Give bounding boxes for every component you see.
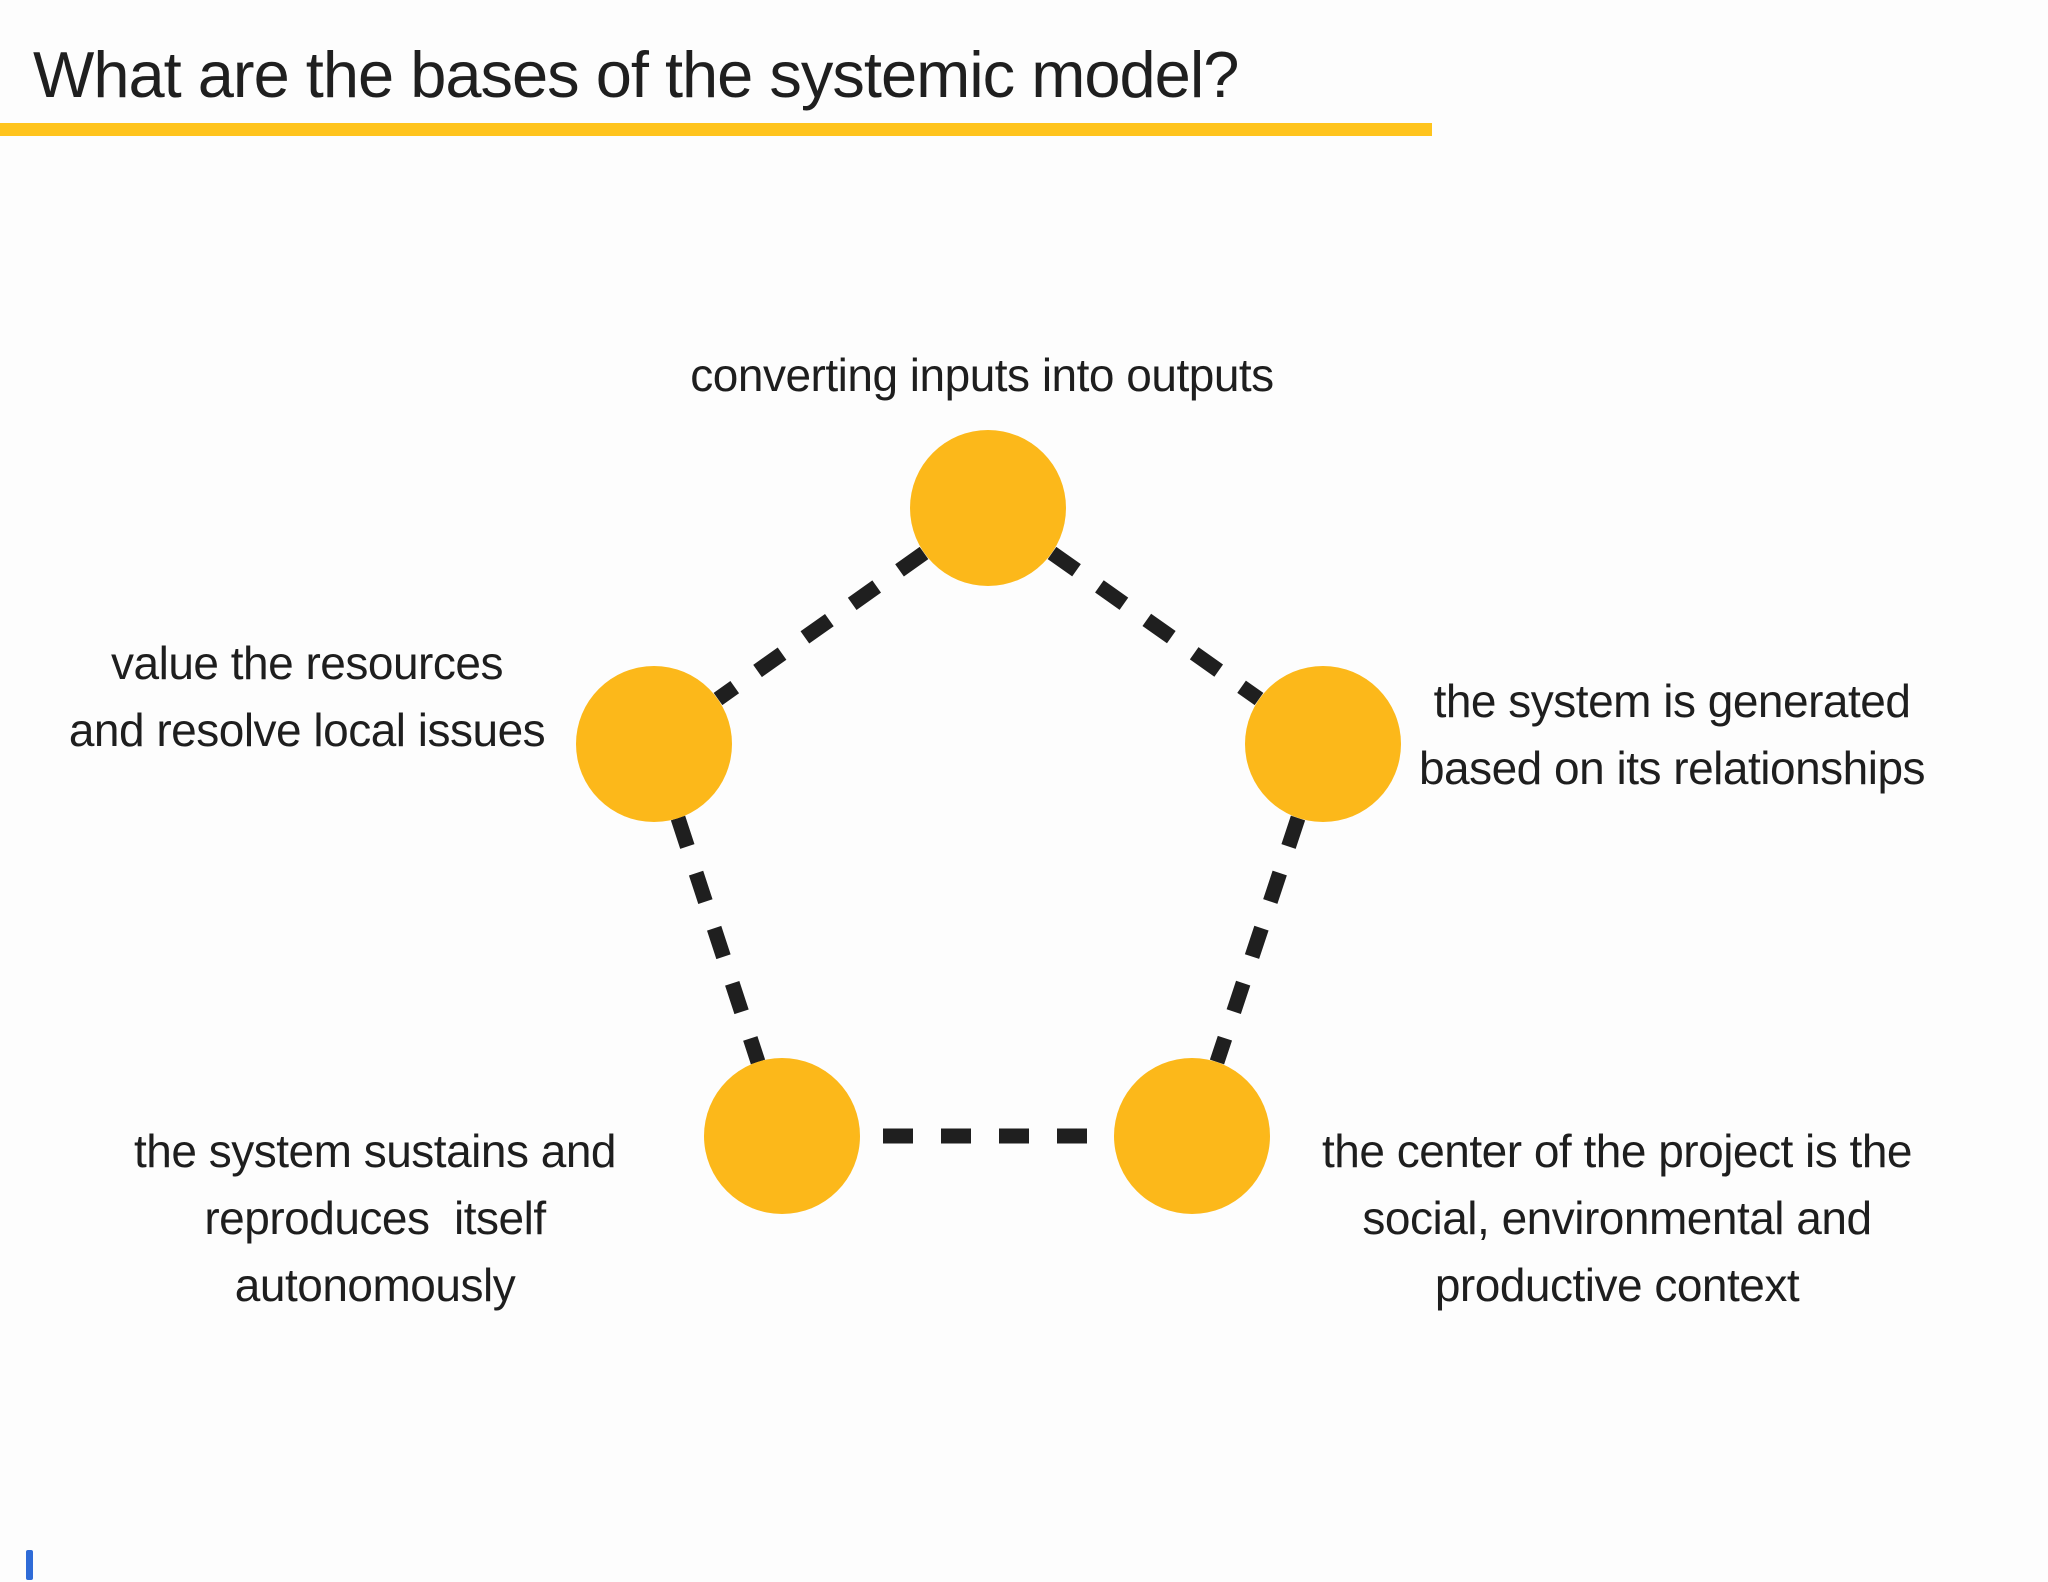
connector-top-to-right <box>1047 546 1264 706</box>
connector-top-to-left <box>713 546 929 706</box>
node-label-left: value the resources and resolve local is… <box>68 637 546 756</box>
node-circle-bottom-right <box>1114 1058 1270 1214</box>
node-label-right: the system is generated based on its rel… <box>1418 675 1926 794</box>
connector-right-to-bottom-right <box>1209 815 1306 1065</box>
page-title: What are the bases of the systemic model… <box>33 38 1239 111</box>
node-circle-top <box>910 430 1066 586</box>
connector-left-to-bottom-left <box>670 815 766 1065</box>
node-circle-left <box>576 666 732 822</box>
node-circle-right <box>1245 666 1401 822</box>
node-circle-bottom-left <box>704 1058 860 1214</box>
node-label-bottom-left: the system sustains and reproduces itsel… <box>134 1125 616 1311</box>
title-underline-bar <box>0 123 1432 136</box>
corner-marker <box>26 1550 33 1580</box>
node-label-top: converting inputs into outputs <box>690 349 1274 401</box>
node-label-bottom-right: the center of the project is the social,… <box>1321 1125 1913 1311</box>
